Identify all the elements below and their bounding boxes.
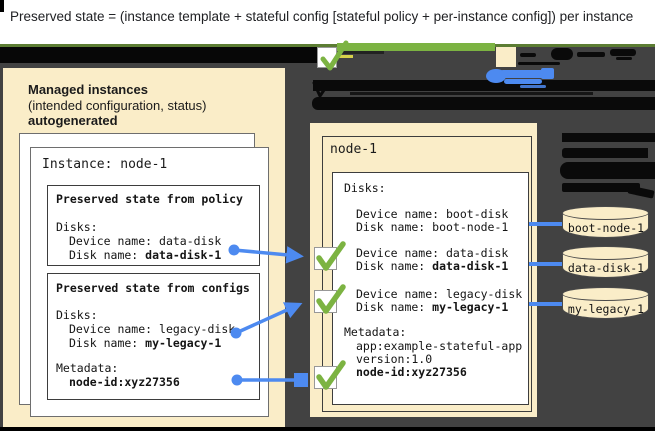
policy-device-label: Device name:: [69, 234, 160, 248]
configs-disk-row: Disk name: my-legacy-1: [56, 336, 235, 350]
preserved-state-policy-box: [47, 185, 260, 266]
cylinder-boot-node-1: boot-node-1: [562, 206, 652, 240]
configs-disk-value: my-legacy-1: [145, 336, 222, 350]
policy-disk-value: data-disk-1: [145, 248, 222, 262]
connector-node-id-end: [294, 373, 308, 387]
green-arrow-bar: [337, 43, 495, 51]
configs-metadata: Metadata: node-id:xyz27356: [56, 361, 180, 389]
policy-disk-label: Disk name:: [69, 248, 146, 262]
preserved-state-configs-box: [47, 273, 260, 400]
title-banner: Preserved state = (instance template + s…: [0, 0, 655, 44]
redaction-scribble-2: [616, 57, 632, 60]
redaction-right-3: [560, 162, 655, 179]
instance-title: Instance: node-1: [42, 157, 168, 172]
yellow-tick: [338, 55, 353, 58]
configs-box-title: Preserved state from configs: [56, 281, 250, 295]
policy-box-title: Preserved state from policy: [56, 192, 243, 206]
data-disk-row: Disk name: data-disk-1: [356, 260, 508, 273]
checkbox-data-disk: [314, 247, 337, 270]
redaction-bar-small: [577, 52, 605, 57]
redaction-right-2: [562, 148, 648, 158]
managed-instances-heading: Managed instances (intended configuratio…: [28, 82, 207, 129]
redaction-right-1: [562, 133, 655, 142]
node-inner-box: [332, 172, 529, 405]
data-disk-value: data-disk-1: [432, 259, 509, 274]
data-device-row: Device name: data-disk: [356, 246, 509, 260]
cylinder-top: [562, 287, 649, 301]
checkbox-legacy-disk: [314, 290, 337, 313]
boot-disk-value: boot-node-1: [432, 220, 509, 235]
legacy-disk-label: Disk name:: [356, 300, 433, 315]
redaction-bar-top: [0, 47, 317, 63]
legacy-device-row: Device name: legacy-disk: [356, 287, 523, 301]
redaction-right-4-tail: [627, 185, 655, 199]
node-outer-box: [322, 136, 532, 412]
policy-device-value: data-disk: [159, 234, 222, 248]
data-disk-label: Disk name:: [356, 259, 433, 274]
checkbox-top: [317, 47, 337, 68]
heading-line-1: Managed instances: [28, 82, 148, 97]
banner-text: Preserved state = (instance template + s…: [10, 9, 634, 24]
cylinder-label: data-disk-1: [567, 261, 645, 275]
heading-line-2: (intended configuration, status): [28, 97, 207, 113]
redaction-bar-b: [312, 97, 655, 110]
node-data-disk-rows: Device name: data-disk Disk name: data-d…: [356, 246, 509, 273]
bottom-border: [0, 427, 655, 431]
redaction-right-4: [562, 183, 640, 192]
configs-device-value: legacy-disk: [159, 322, 236, 336]
blue-arrow-stroke-3: [504, 79, 542, 84]
configs-device-label: Device name:: [69, 322, 160, 336]
blue-arrow-stroke-2: [541, 68, 554, 79]
policy-box-lines: Disks: Device name: data-disk Disk name:…: [56, 220, 221, 262]
cylinder-label: boot-node-1: [567, 221, 645, 235]
checkbox-node-id: [314, 366, 337, 389]
node-metadata-rows: app:example-stateful-app version:1.0 nod…: [356, 339, 523, 380]
corner-mark: [0, 0, 4, 12]
boot-disk-row: Disk name: boot-node-1: [356, 221, 508, 234]
node-boot-disk-rows: Device name: boot-disk Disk name: boot-n…: [356, 207, 509, 234]
boot-device-row: Device name: boot-disk: [356, 207, 509, 221]
legacy-disk-value: my-legacy-1: [432, 300, 509, 315]
configs-metadata-heading: Metadata:: [56, 361, 119, 375]
configs-device-row: Device name: legacy-disk: [56, 322, 235, 336]
redaction-scribble: [610, 49, 636, 56]
metadata-node-id-row: node-id:xyz27356: [356, 365, 467, 380]
metadata-app-row: app:example-stateful-app: [356, 339, 523, 353]
configs-disk-label: Disk name:: [69, 336, 146, 350]
cylinder-top: [562, 246, 649, 260]
redaction-underline: [518, 62, 560, 65]
redaction-blob: [551, 48, 573, 60]
redaction-thin-line: [350, 92, 593, 95]
redaction-dash: [520, 53, 536, 57]
configs-box-lines: Disks: Device name: legacy-disk Disk nam…: [56, 308, 235, 350]
configs-metadata-value: node-id:xyz27356: [69, 375, 180, 389]
cylinder-data-disk-1: data-disk-1: [562, 246, 652, 280]
configs-disks-heading: Disks:: [56, 308, 98, 322]
legacy-disk-row: Disk name: my-legacy-1: [356, 301, 522, 314]
policy-device-row: Device name: data-disk: [56, 234, 221, 248]
blue-arrow-stroke-1: [499, 70, 554, 78]
cylinder-my-legacy-1: my-legacy-1: [562, 287, 652, 321]
node-disks-heading: Disks:: [344, 181, 386, 195]
cylinder-top: [562, 206, 649, 220]
node-title: node-1: [330, 142, 377, 157]
node-metadata-heading: Metadata:: [344, 325, 407, 339]
blue-arrow-stroke-4: [520, 85, 546, 88]
metadata-version-row: version:1.0: [356, 352, 433, 367]
green-bar-shadow: [340, 51, 384, 54]
node-legacy-disk-rows: Device name: legacy-disk Disk name: my-l…: [356, 287, 523, 314]
policy-disks-heading: Disks:: [56, 220, 98, 234]
cream-chip: [496, 47, 516, 67]
boot-disk-label: Disk name:: [356, 220, 433, 235]
cylinder-label: my-legacy-1: [567, 302, 645, 316]
heading-line-3: autogenerated: [28, 113, 118, 128]
policy-disk-row: Disk name: data-disk-1: [56, 248, 221, 262]
redaction-bar-a: [313, 80, 655, 91]
